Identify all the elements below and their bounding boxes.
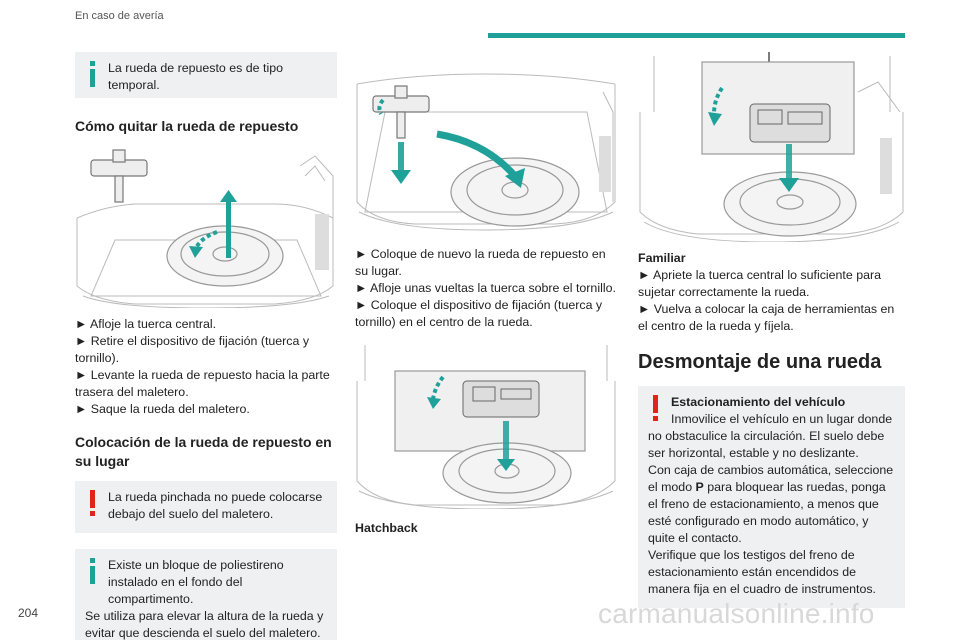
- illustration-familiar: [638, 52, 905, 242]
- step-refit-2: ► Afloje unas vueltas la tuerca sobre el…: [355, 281, 616, 295]
- illustration-hatchback: [355, 341, 617, 509]
- heading-place-spare: Colocación de la rueda de repuesto en su…: [75, 434, 332, 469]
- step-remove-1: ► Afloje la tuerca central.: [75, 317, 217, 331]
- column-1: La rueda de repuesto es de tipo temporal…: [75, 52, 337, 640]
- step-refit-1: ► Coloque de nuevo la rueda de repuesto …: [355, 247, 606, 278]
- page-number: 204: [18, 606, 39, 620]
- step-familiar-1: ► Apriete la tuerca central lo suficient…: [638, 268, 881, 299]
- column-3: Familiar ► Apriete la tuerca central lo …: [638, 52, 905, 608]
- warning-note-flat-tyre: La rueda pinchada no puede colocarse deb…: [75, 481, 337, 533]
- polystyrene-text-1: Existe un bloque de poliestireno instala…: [108, 558, 284, 606]
- heading-remove-spare: Cómo quitar la rueda de repuesto: [75, 118, 299, 134]
- warning-note-text: La rueda pinchada no puede colocarse deb…: [108, 490, 323, 521]
- caption-familiar: Familiar: [638, 251, 686, 265]
- header-accent-bar: [488, 33, 905, 38]
- parking-text-3: Verifique que los testigos del freno de …: [648, 548, 876, 596]
- step-refit-3: ► Coloque el dispositivo de fijación (tu…: [355, 298, 603, 329]
- step-remove-2: ► Retire el dispositivo de fijación (tue…: [75, 334, 310, 365]
- parking-text-2: Con caja de cambios automática, seleccio…: [648, 462, 895, 547]
- illustration-refit-spare: [355, 52, 617, 232]
- info-note-text: La rueda de repuesto es de tipo temporal…: [108, 61, 283, 92]
- info-icon: [90, 558, 95, 584]
- column-2: ► Coloque de nuevo la rueda de repuesto …: [355, 52, 617, 538]
- steps-remove-list: ► Afloje la tuerca central. ► Retire el …: [75, 316, 337, 418]
- info-icon: [90, 61, 95, 87]
- parking-title: Estacionamiento del vehículo: [671, 395, 846, 409]
- familiar-section: Familiar ► Apriete la tuerca central lo …: [638, 250, 905, 335]
- step-remove-4: ► Saque la rueda del maletero.: [75, 402, 250, 416]
- info-note-temporary: La rueda de repuesto es de tipo temporal…: [75, 52, 337, 98]
- parking-text-2b: para bloquear las ruedas, ponga el freno…: [648, 480, 886, 545]
- caption-hatchback: Hatchback: [355, 521, 418, 535]
- warning-icon: [90, 490, 95, 516]
- steps-refit-list: ► Coloque de nuevo la rueda de repuesto …: [355, 246, 617, 331]
- parking-text-1: Inmovilice el vehículo en un lugar donde…: [648, 412, 893, 460]
- warning-icon: [653, 395, 658, 421]
- heading-dismount-wheel: Desmontaje de una rueda: [638, 351, 882, 373]
- polystyrene-text-2: Se utiliza para elevar la altura de la r…: [85, 609, 324, 640]
- illustration-remove-spare: [75, 146, 337, 308]
- warning-note-parking: Estacionamiento del vehículo Inmovilice …: [638, 386, 905, 608]
- watermark: carmanualsonline.info: [598, 598, 875, 629]
- step-remove-3: ► Levante la rueda de repuesto hacia la …: [75, 368, 330, 399]
- info-note-polystyrene: Existe un bloque de poliestireno instala…: [75, 549, 337, 640]
- step-familiar-2: ► Vuelva a colocar la caja de herramient…: [638, 302, 895, 333]
- running-header: En caso de avería: [75, 10, 164, 22]
- parking-mode-p: P: [695, 480, 704, 494]
- parking-text-2a: Con caja de cambios automática, seleccio…: [648, 463, 894, 494]
